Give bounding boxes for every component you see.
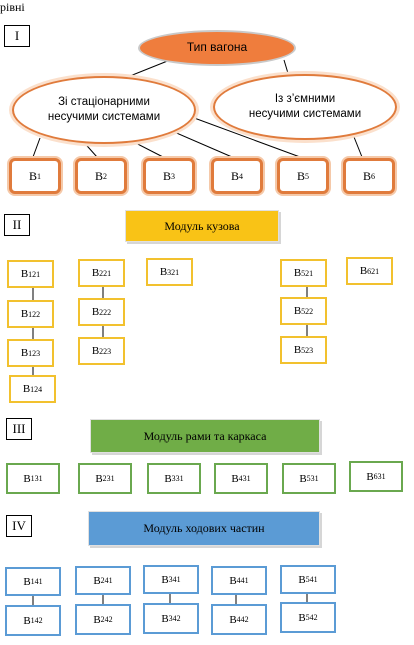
branch-removable-systems: Із з’ємними несучими системами (213, 74, 397, 140)
frame-module-banner: Модуль рами та каркаса (90, 419, 320, 453)
body-module-banner: Модуль кузова (125, 210, 279, 242)
running-module-banner: Модуль ходових частин (88, 511, 320, 546)
level-label-3: III (6, 418, 32, 440)
branch-fixed-systems: Зі стаціонарними несучими системами (12, 76, 196, 144)
level-label-2: II (4, 214, 30, 236)
header-text: рівні (0, 0, 25, 14)
level-label-1: I (4, 25, 30, 47)
level-label-4: IV (6, 515, 32, 537)
root-node-wagon-type: Тип вагона (138, 30, 296, 66)
